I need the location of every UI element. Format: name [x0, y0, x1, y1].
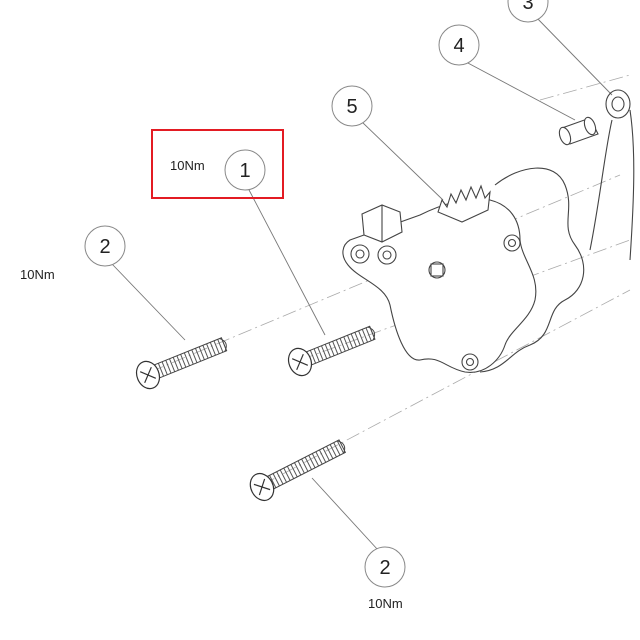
svg-text:5: 5	[346, 96, 357, 118]
gasket-ring	[589, 89, 635, 261]
callout-top: 3	[507, 0, 549, 23]
callout-5: 5	[331, 85, 373, 127]
callout-1: 1	[224, 149, 266, 191]
svg-text:1: 1	[239, 160, 250, 182]
torque-label-2b: 10Nm	[368, 596, 403, 611]
screw-1	[287, 325, 376, 377]
highlight-box	[151, 129, 284, 199]
leader-lines	[111, 14, 613, 551]
pump-body	[342, 167, 585, 373]
svg-text:4: 4	[453, 35, 464, 57]
callout-4: 4	[438, 24, 480, 66]
callout-2a: 2	[84, 225, 126, 267]
bushing-4	[558, 116, 599, 146]
screw-2a	[135, 337, 228, 390]
svg-text:3: 3	[522, 0, 533, 14]
screw-2b	[249, 439, 347, 502]
torque-label-1: 10Nm	[170, 158, 205, 173]
torque-label-2a: 10Nm	[20, 267, 55, 282]
svg-text:2: 2	[99, 236, 110, 258]
callout-2b: 2	[364, 546, 406, 588]
svg-text:2: 2	[379, 557, 390, 579]
